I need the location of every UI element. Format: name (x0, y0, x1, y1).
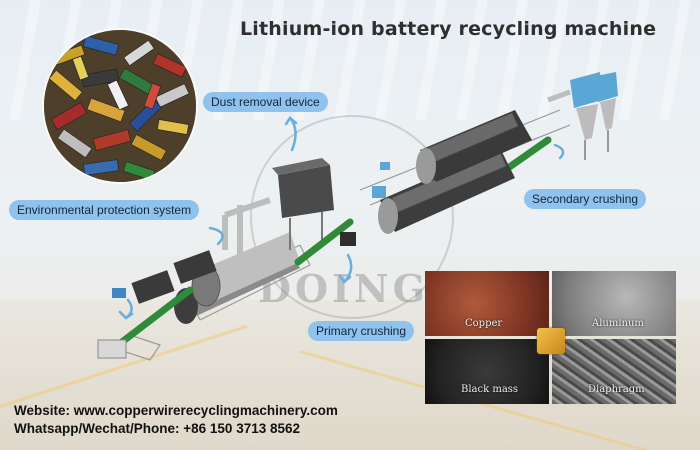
cyclone-separators (547, 72, 618, 160)
primary-crushing-label: Primary crushing (308, 321, 415, 341)
output-samples-grid: Copper Aluminum Black mass Diaphragm (425, 271, 677, 405)
phone-text: Whatsapp/Wechat/Phone: +86 150 3713 8562 (14, 421, 301, 436)
aluminum-label: Aluminum (592, 318, 644, 329)
copper-sample: Copper (425, 271, 549, 336)
copper-label: Copper (465, 318, 503, 329)
pump (112, 288, 126, 298)
dust-removal-label: Dust removal device (203, 92, 328, 112)
battery-pile-photo (44, 30, 196, 182)
secondary-drums (378, 110, 532, 234)
black-mass-sample: Black mass (425, 339, 549, 404)
diaphragm-sample: Diaphragm (552, 339, 676, 404)
secondary-crushing-label: Secondary crushing (524, 189, 647, 209)
feeder (340, 232, 356, 246)
diaphragm-label: Diaphragm (588, 384, 645, 395)
black-mass-label: Black mass (461, 384, 519, 395)
blower (380, 162, 390, 170)
control-box (173, 250, 217, 284)
flow-arrows (118, 116, 565, 320)
environmental-protection-label: Environmental protection system (9, 200, 200, 220)
aluminum-sample: Aluminum (552, 271, 676, 336)
conveyors (114, 136, 552, 349)
feed-hopper (97, 339, 127, 359)
battery-pile-illustration (44, 30, 196, 182)
company-logo-badge (537, 328, 565, 354)
duct-pipe (222, 197, 271, 255)
page-title: Lithium-ion battery recycling machine (240, 18, 657, 40)
website-text: Website: www.copperwirerecyclingmachiner… (14, 403, 338, 418)
watermark-logo-ring (250, 115, 454, 319)
blower (372, 186, 386, 198)
control-box (131, 270, 175, 304)
